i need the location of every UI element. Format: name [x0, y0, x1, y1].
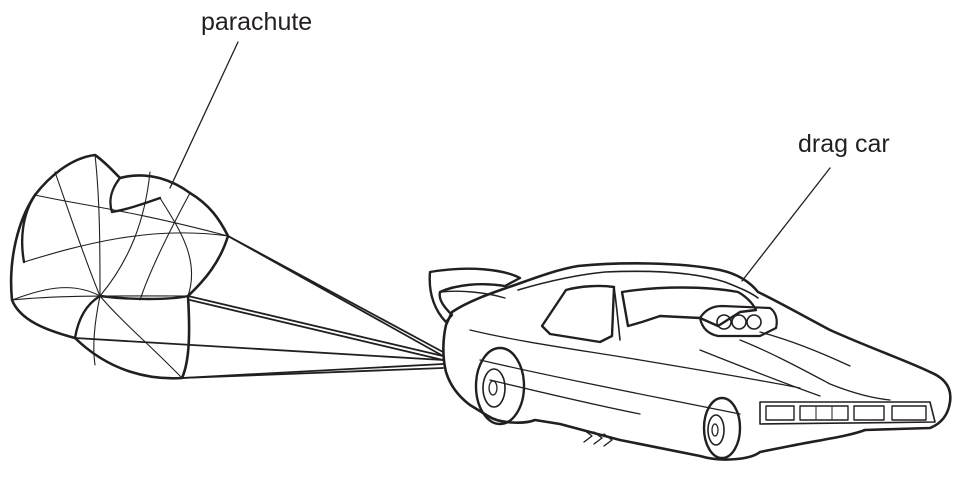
car-hood-line: [760, 332, 850, 366]
car-front-wheel: [704, 398, 740, 458]
car-engine-scoop: [700, 306, 777, 336]
car-side-window: [542, 286, 614, 342]
car-rear-wing: [430, 269, 520, 322]
tether-line: [190, 300, 443, 360]
tether-line: [228, 236, 443, 356]
car-scoop-intake: [717, 315, 731, 329]
parachute: [11, 155, 228, 378]
car-rear-hub: [489, 381, 497, 395]
parachute-gore-line: [100, 172, 150, 296]
car-front-fascia: [760, 402, 935, 424]
parachute-gore-line: [24, 233, 228, 262]
car-body-line: [470, 330, 800, 388]
car-headlight: [892, 406, 926, 420]
parachute-gore-line: [12, 296, 188, 300]
car-scoop-intake: [732, 315, 746, 329]
parachute-gore-line: [94, 296, 100, 365]
parachute-gore-line: [55, 172, 100, 296]
car-a-pillar: [614, 287, 620, 340]
car-chevron-decal: [594, 432, 602, 444]
car-scoop-intake: [747, 315, 761, 329]
parachute-gore-line: [100, 296, 182, 378]
car-leader-line: [742, 168, 830, 281]
parachute-gore-line: [95, 155, 100, 296]
car-front-tire: [704, 398, 740, 458]
drag-car-label: drag car: [798, 130, 890, 158]
car-chevron-decal: [584, 430, 592, 442]
parachute-label: parachute: [201, 8, 313, 36]
car-body-line: [490, 380, 640, 414]
car-body-outline: [443, 263, 950, 459]
car-hood-line: [740, 340, 890, 400]
parachute-gore-line: [160, 198, 192, 296]
car-grille: [800, 406, 848, 420]
car-rear-wheel: [476, 348, 524, 424]
car-headlight: [854, 406, 884, 420]
parachute-inner-lobe: [110, 178, 160, 212]
parachute-gore-line: [35, 195, 228, 236]
parachute-tether-lines: [75, 236, 443, 378]
tether-line: [75, 338, 443, 360]
car-body-line: [480, 360, 740, 414]
drag-car: [430, 263, 951, 459]
car-hood-line: [700, 350, 820, 396]
parachute-inner-lobe: [75, 296, 188, 338]
parachute-leader-line: [170, 42, 238, 188]
tether-line: [188, 296, 443, 356]
car-rear-wing-edge: [440, 291, 505, 298]
parachute-gore-line: [12, 288, 100, 300]
car-front-hub: [712, 424, 718, 436]
parachute-gore-line: [140, 193, 190, 300]
tether-line: [182, 368, 443, 378]
car-rear-rim: [483, 369, 505, 407]
parachute-canopy-outline: [11, 155, 228, 378]
car-rear-tire: [476, 348, 524, 424]
car-front-rim: [708, 415, 724, 445]
parachute-inner-lobe: [22, 195, 35, 262]
car-roof-line: [518, 271, 758, 298]
car-headlight: [766, 406, 794, 420]
car-chevron-decal: [604, 434, 612, 446]
